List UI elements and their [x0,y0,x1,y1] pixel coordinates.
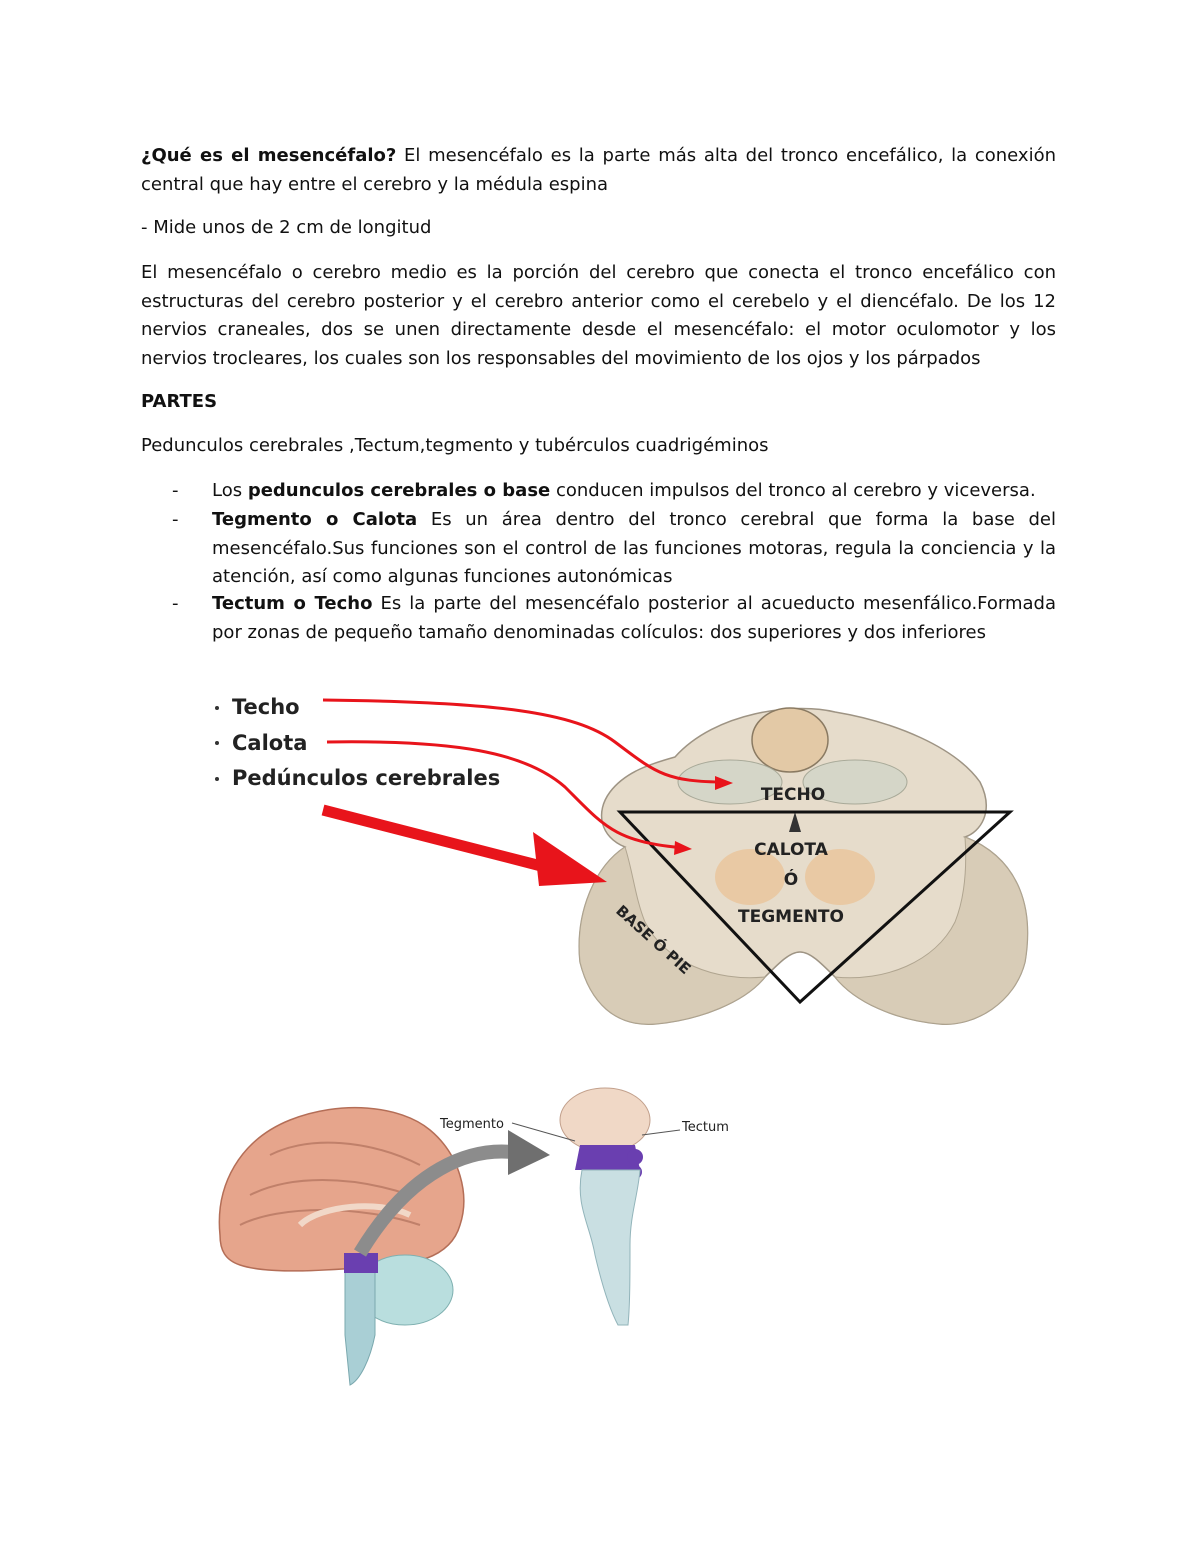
arrow-calota-head [674,841,692,855]
bullet-term: Tectum o Techo [212,593,373,614]
cerebral-aqueduct [789,812,801,832]
bullet-prefix: Los [212,480,248,501]
brain-sulcus [249,1179,411,1196]
bullet-text: Tectum o Techo Es la parte del mesencéfa… [212,590,1056,647]
tegmentum-triangle [616,810,1014,1005]
colliculus-superior [627,1149,643,1165]
bullet-dash: - [172,509,179,530]
region-techo: TECHO [761,785,825,805]
bullet-dash: - [172,480,179,501]
brain-brainstem-figure: Tegmento Tectum [218,1087,729,1386]
arrow-techo [322,698,726,784]
label-calota: Calota [232,731,307,755]
midbrain-cross-section-figure: Techo Calota Pedúnculos cerebrales TECHO… [215,695,1029,1025]
brain-sulcus [269,1141,421,1166]
bullet-term: Tegmento o Calota [212,509,418,530]
arrow-pedunculos-head [533,832,607,886]
arrow-to-brainstem [354,1144,522,1257]
region-calota: CALOTA [754,840,829,860]
tegmento-leader [511,1122,576,1142]
bullet-text: Los pedunculos cerebrales o base conduce… [212,477,1056,506]
parts-heading-text: PARTES [141,391,218,412]
region-o: Ó [784,868,798,890]
label-dot [215,706,219,710]
pons-medulla [579,1169,641,1326]
midbrain-isolated [575,1145,640,1170]
bullet-text: Tegmento o Calota Es un área dentro del … [212,506,1056,592]
arrow-calota [326,740,686,850]
label-techo: Techo [232,695,300,719]
brainstem [344,1269,376,1386]
length-line: - Mide unos de 2 cm de longitud [141,217,432,238]
label-tectum: Tectum [681,1120,729,1135]
red-nucleus-left [715,849,785,905]
arrow-to-brainstem-head [508,1130,550,1175]
intro-answer: El mesencéfalo es la parte más alta del … [141,145,1056,195]
parts-heading: PARTES [141,388,1056,417]
label-pedunculos: Pedúnculos cerebrales [232,766,500,790]
bullet-body: Es la parte del mesencéfalo posterior al… [212,593,1056,643]
arrow-techo-head [715,776,733,790]
tectum-lobe-right [802,759,908,805]
region-tegmento: TEGMENTO [738,907,844,927]
bullet-term: pedunculos cerebrales o base [247,480,551,501]
label-tegmento: Tegmento [439,1117,504,1132]
bullet-body: conducen impulsos del tronco al cerebro … [550,480,1036,501]
tectum-leader [641,1129,681,1136]
arrow-pedunculos [321,804,547,873]
bullet-dash: - [172,593,179,614]
intro-paragraph: ¿Qué es el mesencéfalo? El mesencéfalo e… [141,142,1056,199]
intro-question: ¿Qué es el mesencéfalo? [141,145,397,166]
thalamus [559,1087,651,1153]
brain-hemisphere [218,1106,465,1272]
label-dot [215,741,219,745]
peduncle-left [578,846,767,1025]
label-dot [215,777,219,781]
description-paragraph: El mesencéfalo o cerebro medio es la por… [141,262,1056,369]
bullet-body: Es un área dentro del tronco cerebral qu… [212,509,1057,587]
peduncle-right [833,836,1028,1025]
midbrain-highlight [344,1253,378,1273]
pineal-body [751,707,829,773]
parts-list: Pedunculos cerebrales ,Tectum,tegmento y… [141,435,769,456]
red-nucleus-right [805,849,875,905]
